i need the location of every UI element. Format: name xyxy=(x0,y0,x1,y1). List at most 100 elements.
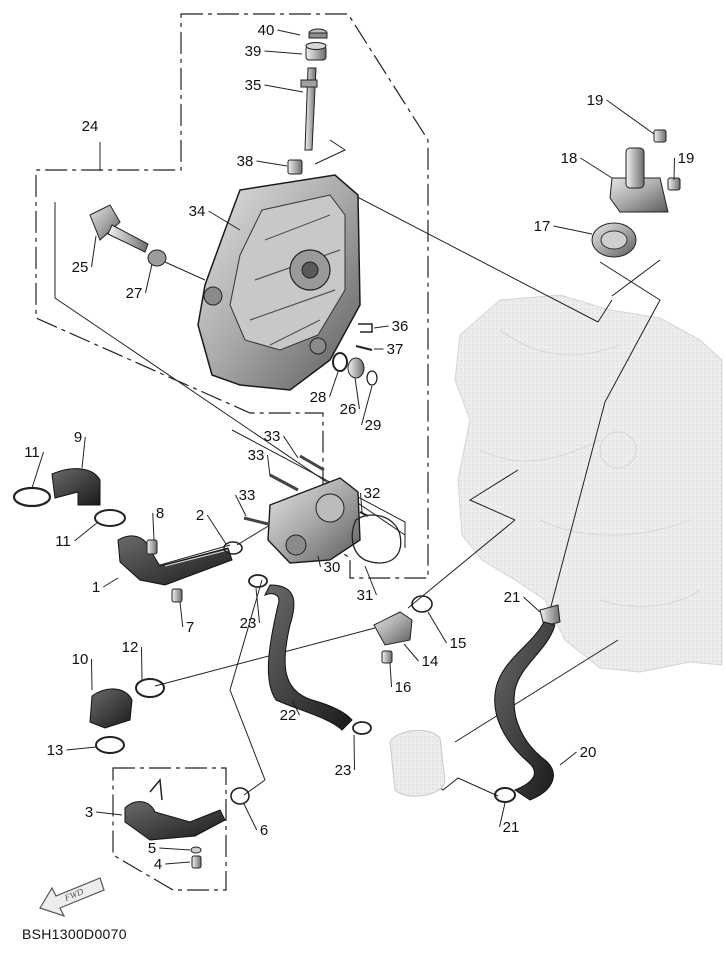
callout-number: 27 xyxy=(126,285,143,302)
document-code: BSH1300D0070 xyxy=(22,926,127,942)
callout-7: 7 xyxy=(179,601,194,636)
callout-number: 30 xyxy=(324,559,341,576)
part-12-clamp xyxy=(135,678,165,698)
callout-leader xyxy=(673,157,675,181)
callout-number: 21 xyxy=(503,819,520,836)
callout-number: 10 xyxy=(72,651,89,668)
callout-19: 19 xyxy=(673,150,695,181)
part-17-thermostat xyxy=(591,222,637,258)
callout-22: 22 xyxy=(280,699,300,724)
callout-number: 8 xyxy=(156,505,164,522)
callout-number: 4 xyxy=(154,856,162,873)
oil-cooler-ghost xyxy=(389,729,446,797)
callout-leader xyxy=(317,555,321,568)
part-26-bearing xyxy=(347,357,365,379)
part-5-washer xyxy=(190,846,202,854)
callout-leader xyxy=(243,803,258,831)
callout-leader xyxy=(31,451,44,489)
callout-number: 25 xyxy=(72,259,89,276)
callout-number: 5 xyxy=(148,840,156,857)
callout-number: 40 xyxy=(258,22,275,39)
callout-leader xyxy=(373,325,389,329)
part-21-clamp-upper xyxy=(539,604,561,627)
callout-number: 38 xyxy=(237,153,254,170)
part-3-water-pipe xyxy=(124,778,226,841)
callout-leader xyxy=(235,494,247,517)
callout-23: 23 xyxy=(240,587,260,632)
callout-38: 38 xyxy=(237,153,288,170)
callout-number: 29 xyxy=(365,417,382,434)
callout-31: 31 xyxy=(357,565,377,604)
callout-leader xyxy=(360,492,363,513)
callout-33: 33 xyxy=(264,428,299,459)
part-7-bolt xyxy=(171,588,183,603)
part-13-clamp xyxy=(95,736,125,754)
callout-20: 20 xyxy=(559,744,596,766)
callout-number: 7 xyxy=(186,619,194,636)
callout-leader xyxy=(361,385,373,426)
callout-number: 33 xyxy=(239,487,256,504)
part-23-clamp-lower xyxy=(352,721,372,735)
callout-leader xyxy=(354,377,360,410)
callout-number: 32 xyxy=(364,485,381,502)
callout-14: 14 xyxy=(403,643,438,670)
callout-leader xyxy=(353,734,355,771)
part-35-shaft xyxy=(300,67,318,151)
callout-9: 9 xyxy=(74,429,86,469)
callout-leader xyxy=(159,847,191,851)
callout-3: 3 xyxy=(85,804,123,821)
part-16-bolt xyxy=(381,650,393,664)
callout-number: 19 xyxy=(587,92,604,109)
callout-number: 23 xyxy=(335,762,352,779)
callout-leader xyxy=(141,646,143,681)
callout-29: 29 xyxy=(361,385,382,434)
engine-block-ghost-detail xyxy=(479,329,701,608)
callout-23: 23 xyxy=(335,734,355,779)
part-15-o-ring xyxy=(411,595,433,613)
callout-number: 35 xyxy=(245,77,262,94)
callout-number: 11 xyxy=(55,533,71,550)
part-10-hose xyxy=(89,688,133,729)
part-31-gasket xyxy=(351,514,402,564)
callout-21: 21 xyxy=(499,802,520,836)
crankcase-cover xyxy=(197,174,361,391)
callout-number: 39 xyxy=(245,43,262,60)
callout-leader xyxy=(96,811,123,816)
callout-leader xyxy=(403,643,419,662)
callout-5: 5 xyxy=(148,840,191,857)
callout-number: 21 xyxy=(504,589,521,606)
part-11-clamp-lower xyxy=(94,509,126,527)
part-32-pin xyxy=(359,511,369,517)
callout-leader xyxy=(283,435,299,459)
callout-39: 39 xyxy=(245,43,303,60)
callout-number: 15 xyxy=(450,635,467,652)
callout-number: 11 xyxy=(24,444,40,461)
callout-11: 11 xyxy=(24,444,44,489)
callout-number: 12 xyxy=(122,639,139,656)
callout-leader xyxy=(264,84,304,93)
part-39-bearing xyxy=(305,42,327,61)
callout-leader xyxy=(559,751,577,766)
callout-number: 19 xyxy=(678,150,695,167)
engine-block-ghost xyxy=(454,294,723,673)
part-38-seal xyxy=(287,159,303,175)
callout-24: 24 xyxy=(82,118,99,135)
callout-leader xyxy=(91,658,93,691)
part-30-water-pump xyxy=(267,477,361,564)
part-28-washer xyxy=(332,352,348,372)
callout-number: 13 xyxy=(47,742,64,759)
part-18-thermostat-cover xyxy=(609,147,669,213)
callout-leader xyxy=(145,263,153,294)
callout-6: 6 xyxy=(243,803,268,839)
part-36-clip xyxy=(358,323,373,333)
callout-26: 26 xyxy=(340,377,360,418)
callout-number: 2 xyxy=(196,507,204,524)
callout-2: 2 xyxy=(196,507,227,545)
callout-leader xyxy=(165,861,191,865)
callout-leader xyxy=(256,160,288,167)
callout-number: 33 xyxy=(264,428,281,445)
callout-11: 11 xyxy=(55,521,99,550)
callout-leader xyxy=(523,596,541,613)
